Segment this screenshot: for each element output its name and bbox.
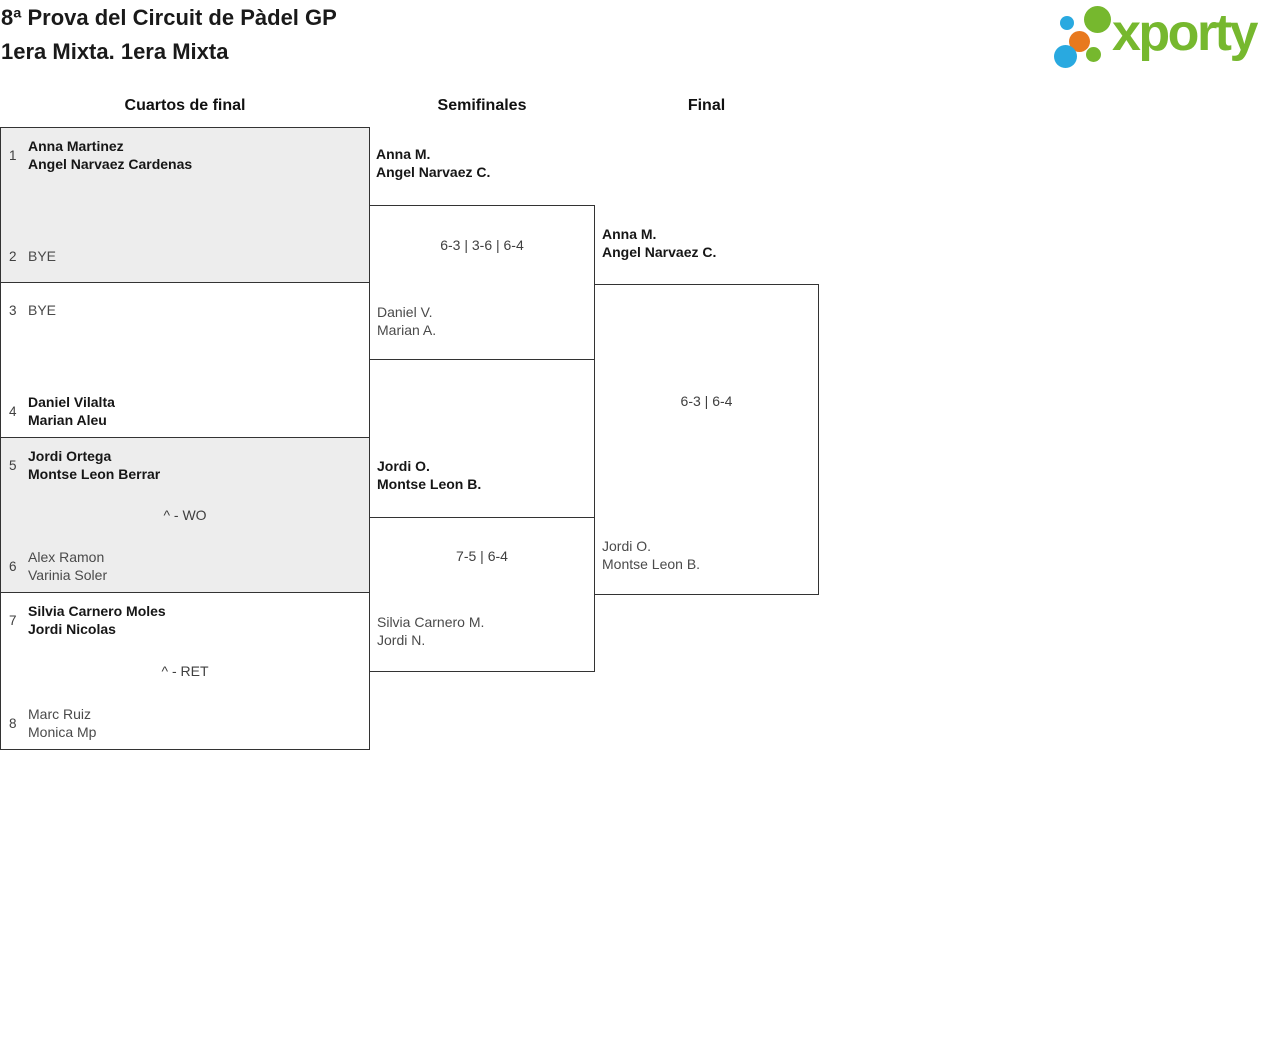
player-name: Montse Leon B. [602, 556, 701, 572]
seed-number: 8 [9, 715, 17, 731]
seed-number: 7 [9, 612, 17, 628]
match-score: 7-5 | 6-4 [456, 548, 508, 564]
logo-dot-icon [1084, 6, 1111, 33]
team-entry: 6 Alex Ramon Varinia Soler [9, 548, 361, 584]
team-entry: Anna M. Angel Narvaez C. [376, 145, 490, 181]
logo-dot-icon [1060, 16, 1074, 30]
player-name: Jordi O. [602, 538, 652, 554]
player-name: Anna Martinez [28, 138, 124, 154]
player-name: Jordi O. [377, 458, 430, 474]
category-name: 1era Mixta. 1era Mixta [1, 39, 229, 64]
team-entry: Jordi O. Montse Leon B. [377, 457, 481, 493]
seed-number: 2 [9, 248, 17, 264]
player-name: Marc Ruiz [28, 706, 92, 722]
player-name: Montse Leon Berrar [28, 466, 161, 482]
player-name: Jordi Ortega [28, 448, 112, 464]
team-entry: Daniel V. Marian A. [377, 303, 436, 339]
page-title: 8ª Prova del Circuit de Pàdel GP 1era Mi… [1, 1, 337, 69]
player-name: Anna M. [376, 146, 431, 162]
player-name: Silvia Carnero Moles [28, 603, 166, 619]
player-name: Daniel V. [377, 304, 433, 320]
quarterfinal-match-4: 7 Silvia Carnero Moles Jordi Nicolas ^ -… [0, 592, 370, 750]
player-name: Montse Leon B. [377, 476, 482, 492]
team-entry: 5 Jordi Ortega Montse Leon Berrar [9, 447, 361, 483]
match-score: 6-3 | 3-6 | 6-4 [440, 237, 524, 253]
player-name: Angel Narvaez C. [376, 164, 491, 180]
player-name: Marian Aleu [28, 412, 107, 428]
player-name: Varinia Soler [28, 567, 108, 583]
team-entry: Jordi O. Montse Leon B. [602, 537, 700, 573]
team-entry: 4 Daniel Vilalta Marian Aleu [9, 393, 361, 429]
player-name: Alex Ramon [28, 549, 105, 565]
player-name: Daniel Vilalta [28, 394, 115, 410]
player-name: Jordi Nicolas [28, 621, 116, 637]
team-entry: 8 Marc Ruiz Monica Mp [9, 705, 361, 741]
semifinal-match-1 [369, 205, 595, 360]
final-match [594, 284, 819, 595]
match-score: 6-3 | 6-4 [680, 393, 733, 409]
round-header-semifinals: Semifinales [437, 97, 527, 114]
quarterfinal-match-3: 5 Jordi Ortega Montse Leon Berrar ^ - WO… [0, 437, 370, 593]
round-header-final: Final [687, 97, 726, 114]
seed-number: 3 [9, 302, 17, 318]
player-name: Jordi N. [377, 632, 426, 648]
team-entry: Anna M. Angel Narvaez C. [602, 225, 716, 261]
player-name: BYE [28, 302, 57, 318]
player-name: Monica Mp [28, 724, 97, 740]
team-entry: 2 BYE [9, 238, 361, 274]
player-name: BYE [28, 248, 57, 264]
player-name: Marian A. [377, 322, 437, 338]
player-name: Anna M. [602, 226, 657, 242]
player-name: Silvia Carnero M. [377, 614, 485, 630]
xporty-logo: xporty [1048, 0, 1280, 78]
team-entry: 7 Silvia Carnero Moles Jordi Nicolas [9, 602, 361, 638]
quarterfinal-match-1: 1 Anna Martinez Angel Narvaez Cardenas 2… [0, 127, 370, 283]
player-name: Angel Narvaez Cardenas [28, 156, 193, 172]
seed-number: 1 [9, 147, 17, 163]
team-entry: 1 Anna Martinez Angel Narvaez Cardenas [9, 137, 361, 173]
logo-dot-icon [1086, 47, 1101, 62]
seed-number: 6 [9, 558, 17, 574]
team-entry: Silvia Carnero M. Jordi N. [377, 613, 484, 649]
seed-number: 5 [9, 457, 17, 473]
player-name: Angel Narvaez C. [602, 244, 717, 260]
round-header-quarterfinals: Cuartos de final [124, 97, 246, 114]
logo-wordmark: xporty [1112, 4, 1258, 62]
logo-dot-icon [1054, 45, 1077, 68]
seed-number: 4 [9, 403, 17, 419]
quarterfinal-match-2: 3 BYE 4 Daniel Vilalta Marian Aleu [0, 282, 370, 438]
tournament-name: 8ª Prova del Circuit de Pàdel GP [1, 5, 337, 30]
team-entry: 3 BYE [9, 292, 361, 328]
logo-dot-icon [1069, 31, 1090, 52]
